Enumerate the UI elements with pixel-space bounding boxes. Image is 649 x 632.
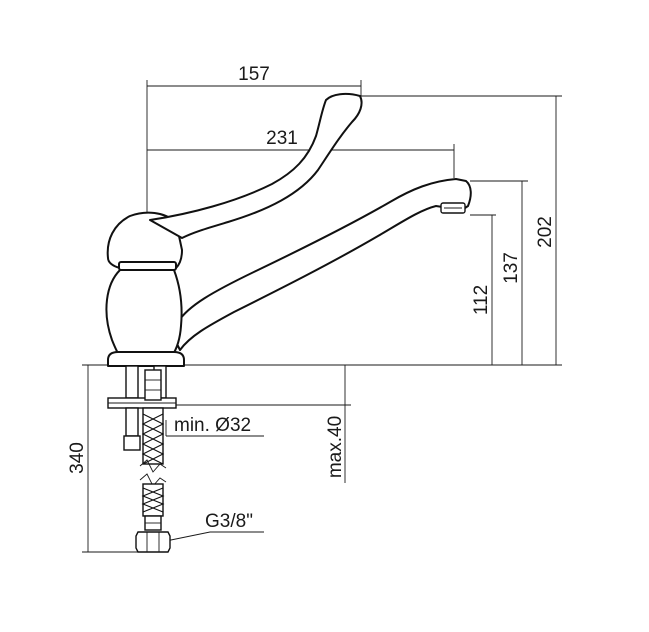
dim-lever-reach: 157 xyxy=(238,64,270,85)
base-plate xyxy=(107,351,185,367)
stud-lower xyxy=(125,407,139,437)
lever-handle xyxy=(149,92,363,239)
braided-hose-lower xyxy=(141,483,165,517)
dim-hose-length: 340 xyxy=(67,442,88,474)
braided-hose-upper xyxy=(141,407,165,465)
dim-deck-thickness: max.40 xyxy=(325,416,346,478)
dim-spout-height: 137 xyxy=(501,252,522,284)
stud-left xyxy=(125,365,139,399)
dim-outlet-height: 112 xyxy=(471,285,492,315)
dimension-labels: 157 231 202 137 112 340 max.40 min. Ø32 … xyxy=(67,64,556,532)
spout xyxy=(173,178,472,351)
break-mark-top xyxy=(139,459,167,473)
faucet xyxy=(105,92,472,367)
fixing-nut xyxy=(123,435,141,451)
dim-spout-reach: 231 xyxy=(266,128,298,149)
mounting-hardware xyxy=(107,365,177,553)
hose-upper-fitting xyxy=(144,369,162,401)
dim-hole-diameter: min. Ø32 xyxy=(174,415,251,436)
dim-total-height: 202 xyxy=(535,216,556,248)
body xyxy=(105,269,183,357)
connection-nut xyxy=(135,531,171,553)
dim-connection: G3/8" xyxy=(205,511,253,532)
cap-ring xyxy=(118,261,177,271)
